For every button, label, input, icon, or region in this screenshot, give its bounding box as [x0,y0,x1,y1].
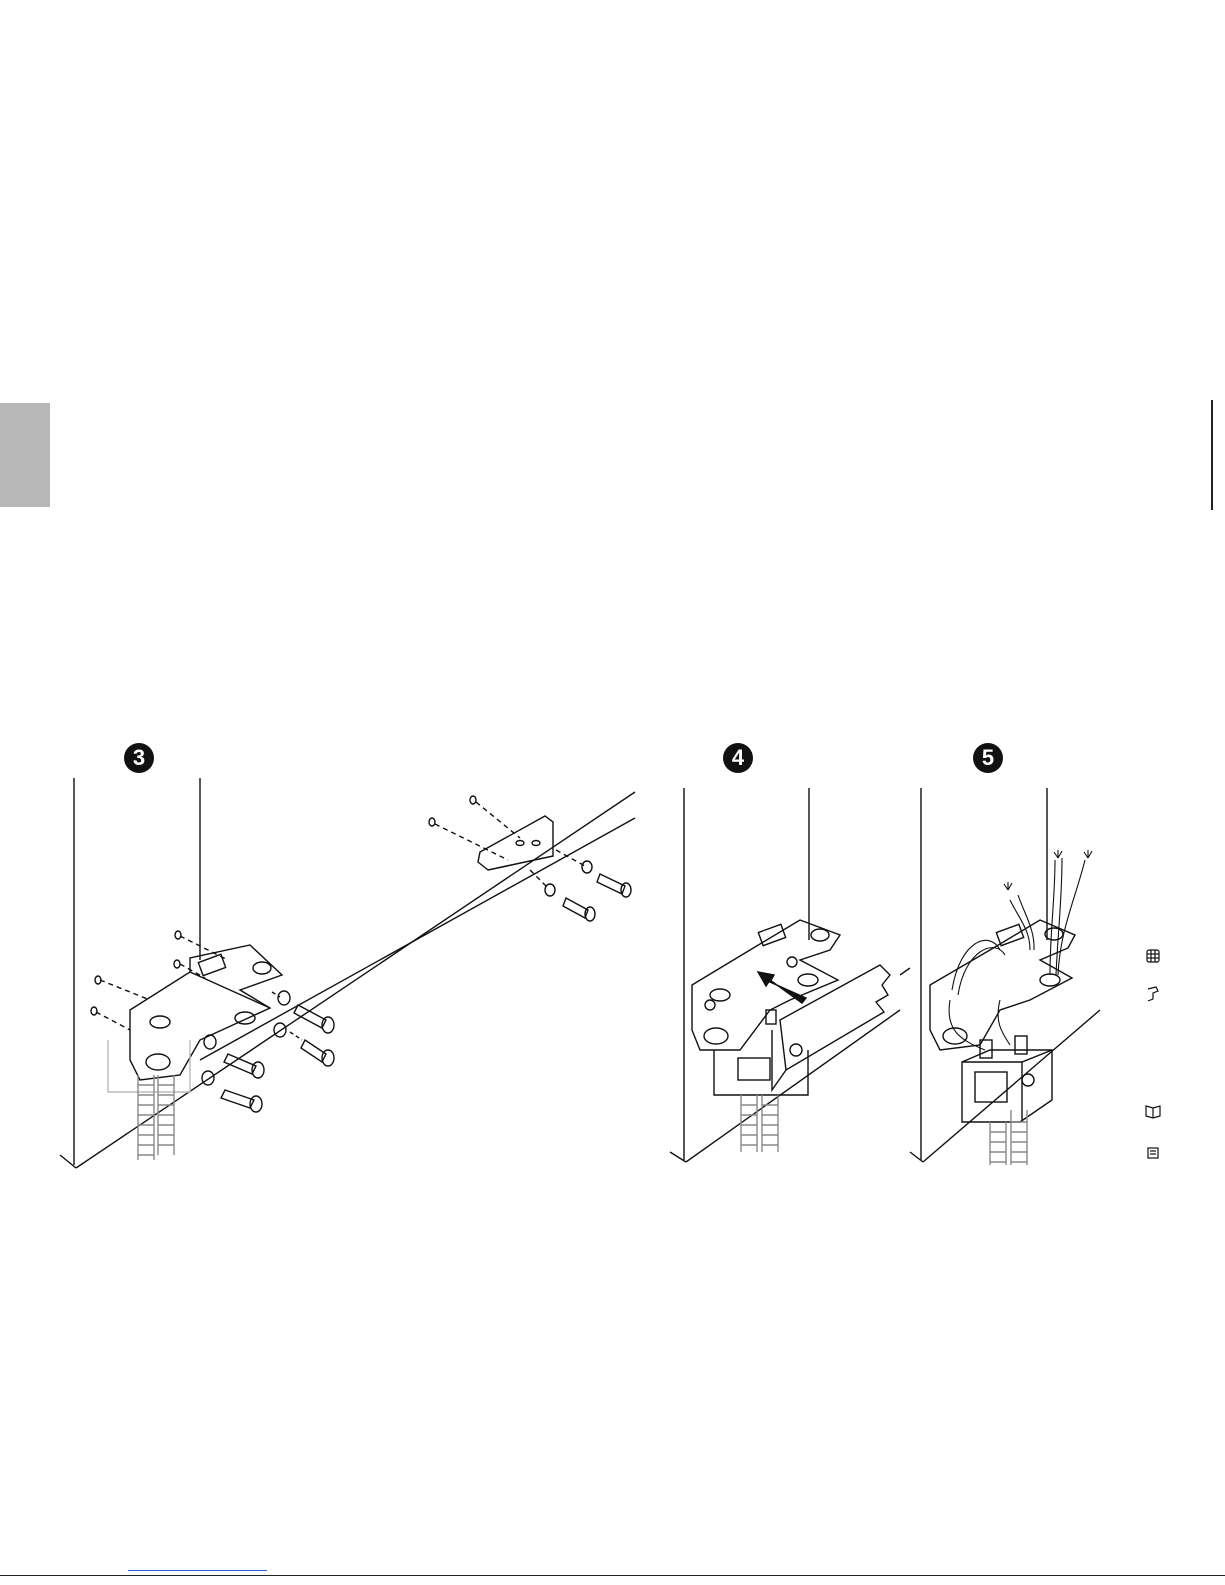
document-icon [1143,1145,1163,1163]
footer-link-underline [128,1570,267,1571]
step-3-figure [60,778,635,1168]
footer-rule [0,1575,1225,1576]
grid-icon [1143,948,1163,966]
step-4-figure [670,788,910,1162]
spray-gun-icon [1143,985,1163,1003]
open-book-icon [1143,1103,1163,1121]
step-5-figure [910,788,1100,1165]
